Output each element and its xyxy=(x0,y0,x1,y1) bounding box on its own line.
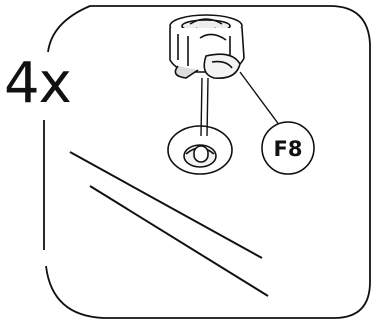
step-frame xyxy=(45,5,371,319)
quantity-label: 4x xyxy=(4,51,72,116)
cam-hole-icon xyxy=(167,125,233,175)
part-callout-leader xyxy=(239,71,281,127)
panel-edge-line-2 xyxy=(89,185,269,297)
part-id-label: F8 xyxy=(274,137,303,161)
panel-edge-line-1 xyxy=(69,151,263,259)
insertion-guide-line-1 xyxy=(200,77,203,137)
insertion-guide-line-2 xyxy=(206,77,209,137)
cam-lock-fitting-icon xyxy=(169,14,245,80)
part-callout-circle xyxy=(261,121,315,175)
